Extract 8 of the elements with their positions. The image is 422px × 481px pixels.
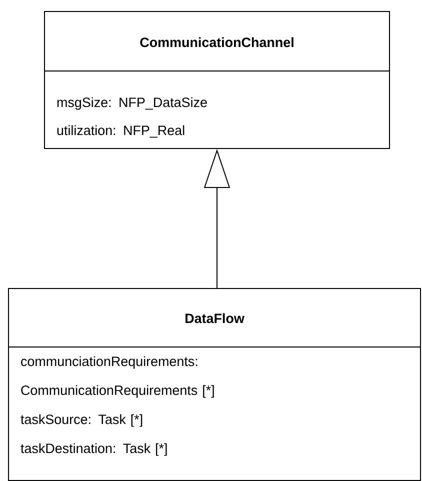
attribute: msgSize: NFP_DataSize: [57, 97, 207, 110]
attribute: taskDestination: Task [*]: [20, 443, 167, 456]
attribute: taskSource: Task [*]: [20, 414, 142, 427]
class-box: [8, 288, 422, 481]
class-box: [44, 11, 390, 149]
class-name: DataFlow: [186, 313, 244, 324]
attribute: utilization: NFP_Real: [57, 125, 184, 138]
class-name: CommunicationChannel: [140, 37, 294, 48]
